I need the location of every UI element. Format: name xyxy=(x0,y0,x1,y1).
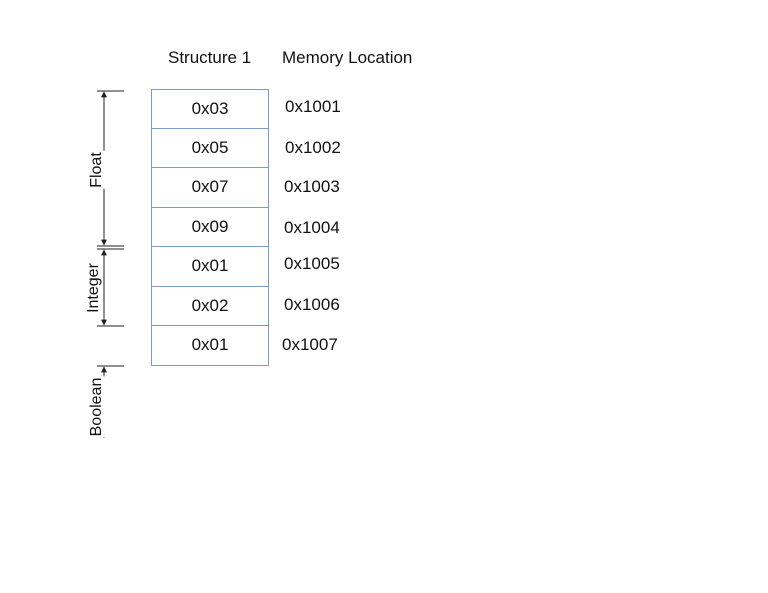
integer-type-label: Integer xyxy=(85,262,103,314)
address-label-6: 0x1006 xyxy=(284,295,340,314)
address-label-4: 0x1004 xyxy=(284,218,340,237)
float-type-label: Float xyxy=(88,151,106,189)
memory-location-column-header: Memory Location xyxy=(282,48,413,67)
memory-cell-6: 0x02 xyxy=(151,286,269,326)
memory-cell-7: 0x01 xyxy=(151,326,269,366)
memory-cell-1: 0x03 xyxy=(151,89,269,129)
address-label-5: 0x1005 xyxy=(284,254,340,273)
memory-cell-3: 0x07 xyxy=(151,168,269,208)
structure-column-header: Structure 1 xyxy=(168,48,252,67)
boolean-type-label: Boolean xyxy=(88,376,106,438)
address-label-7: 0x1007 xyxy=(282,335,338,354)
memory-cell-5: 0x01 xyxy=(151,247,269,287)
address-label-2: 0x1002 xyxy=(285,138,341,157)
address-label-3: 0x1003 xyxy=(284,177,340,196)
memory-cell-2: 0x05 xyxy=(151,128,269,168)
memory-cell-4: 0x09 xyxy=(151,207,269,247)
address-label-1: 0x1001 xyxy=(285,97,341,116)
structure-cells: 0x03 0x05 0x07 0x09 0x01 0x02 0x01 xyxy=(151,89,269,366)
